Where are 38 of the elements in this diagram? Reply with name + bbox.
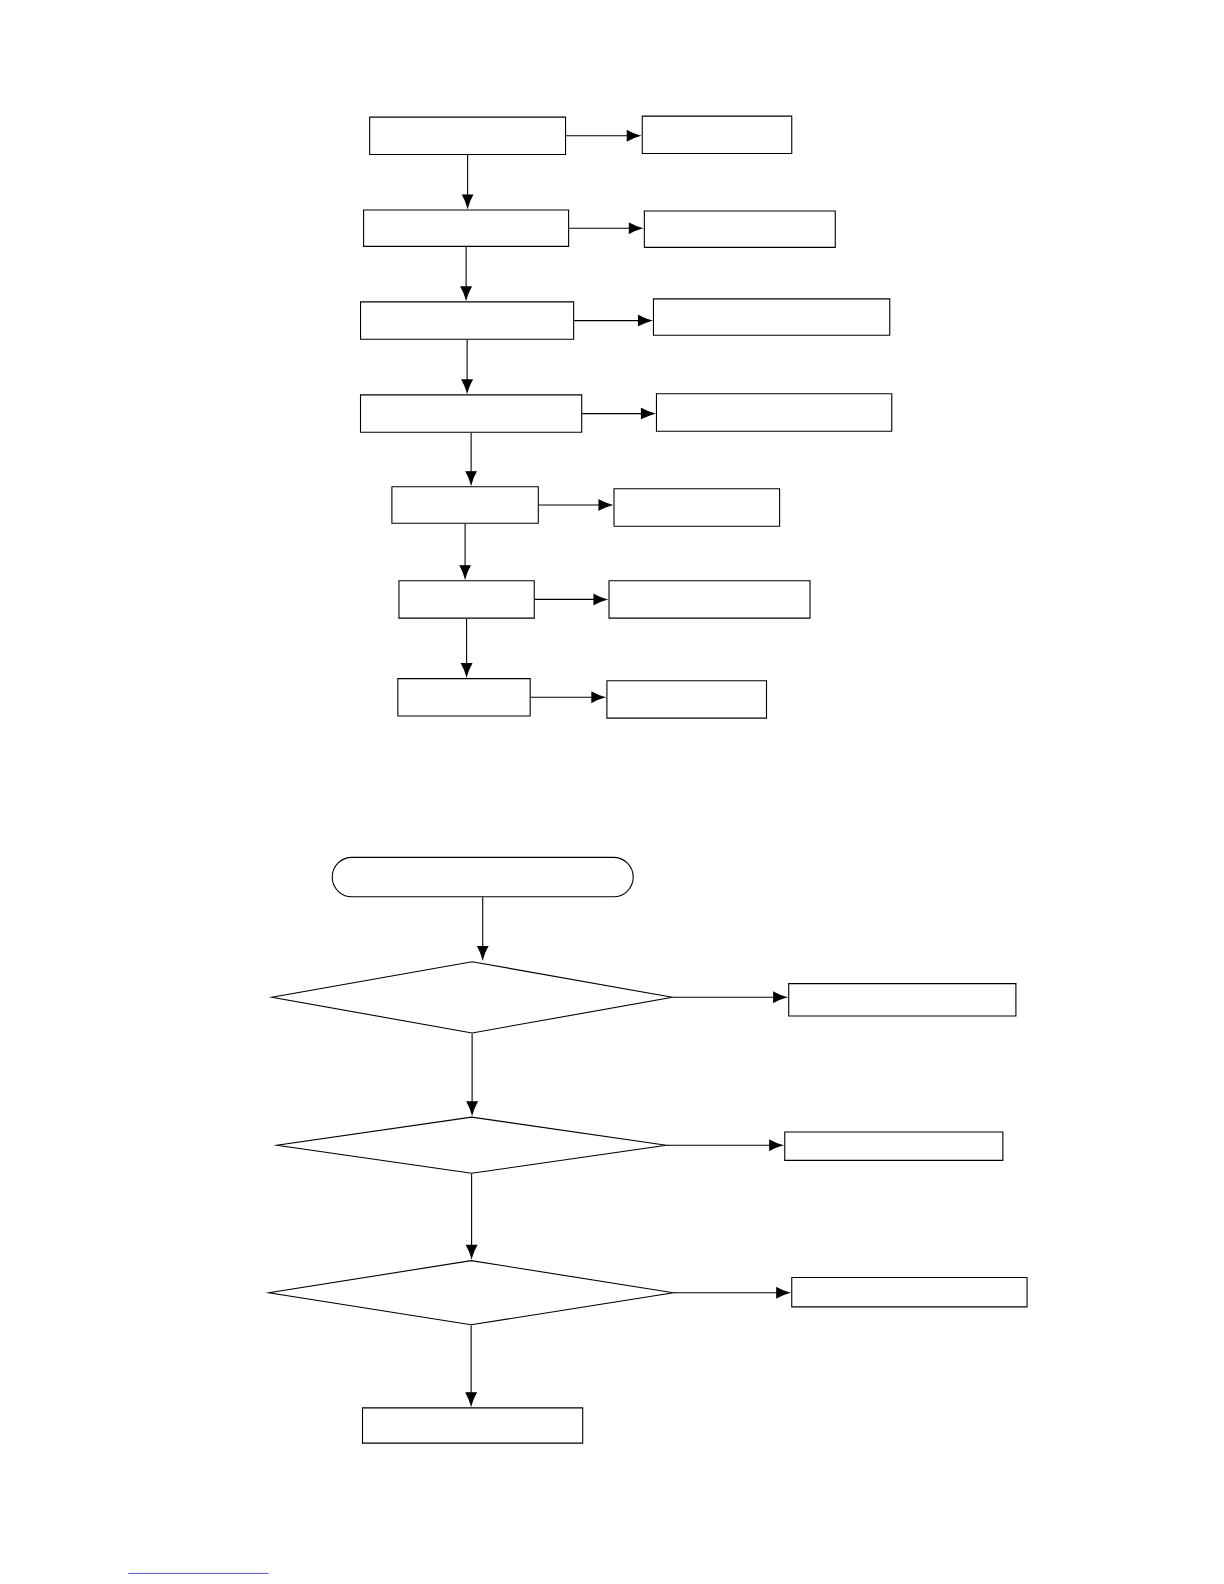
arrow <box>573 315 652 327</box>
process-box <box>369 116 567 156</box>
arrow <box>465 1325 477 1406</box>
arrow <box>534 593 607 605</box>
process-box <box>652 298 891 336</box>
arrow <box>568 222 643 234</box>
process-box <box>360 301 575 340</box>
arrow <box>465 432 477 485</box>
process-box <box>608 580 811 619</box>
arrow <box>461 339 473 393</box>
arrow <box>477 896 489 960</box>
arrow <box>565 130 641 142</box>
process-box <box>655 393 893 432</box>
arrow <box>673 1287 790 1299</box>
arrow <box>462 154 474 208</box>
arrow <box>459 523 471 579</box>
arrow <box>530 691 605 703</box>
arrow <box>460 246 472 300</box>
arrow <box>466 1033 478 1115</box>
process-box <box>359 394 583 433</box>
process-box <box>641 115 793 155</box>
arrow <box>461 618 473 677</box>
process-box <box>791 1277 1028 1308</box>
process-box <box>397 678 531 717</box>
process-box <box>606 680 768 719</box>
process-box <box>398 580 535 619</box>
process-box <box>643 210 836 248</box>
process-box <box>784 1131 1004 1161</box>
arrow <box>672 991 787 1003</box>
process-box <box>613 488 781 527</box>
arrow <box>466 1173 478 1259</box>
process-box <box>361 1407 584 1444</box>
process-box <box>788 983 1017 1017</box>
arrow <box>538 499 612 511</box>
process-box <box>363 209 570 247</box>
process-box <box>391 486 539 524</box>
arrow <box>666 1139 783 1151</box>
arrow <box>581 408 655 420</box>
